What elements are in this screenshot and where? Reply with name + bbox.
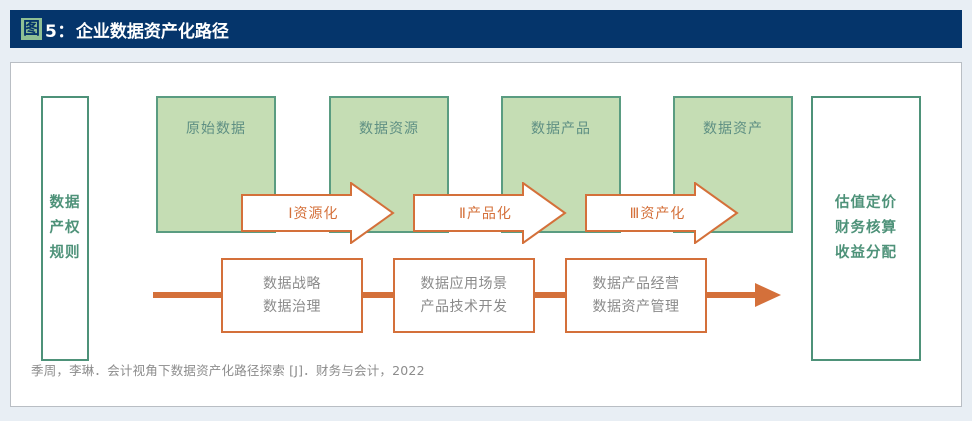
figure-header-bar: 图 5： 企业数据资产化路径: [10, 10, 962, 48]
left-box-line-2: 规则: [49, 245, 81, 261]
connector-segment-2: [533, 292, 567, 298]
figure-title: 企业数据资产化路径: [75, 21, 229, 42]
left-box-line-1: 产权: [49, 220, 81, 236]
arrow-right-icon: [241, 182, 395, 244]
task-box-operation-management: 数据产品经营 数据资产管理: [565, 258, 707, 333]
figure-tag-badge: 图: [21, 18, 42, 40]
task-1-line-0: 数据应用场景: [420, 275, 508, 292]
figure-source-note: 季周，李琳．会计视角下数据资产化路径探索 [J]．财务与会计，2022: [31, 363, 425, 378]
figure-panel: 数据 产权 规则 估值定价 财务核算 收益分配 原始数据 数据资源 数据产品 数…: [10, 62, 962, 407]
task-0-line-1: 数据治理: [263, 298, 321, 315]
right-box-line-2: 收益分配: [835, 245, 897, 261]
task-box-scenario-development: 数据应用场景 产品技术开发: [393, 258, 535, 333]
arrow-right-icon: [585, 182, 739, 244]
connector-segment-3: [705, 292, 757, 298]
diagram-canvas: 数据 产权 规则 估值定价 财务核算 收益分配 原始数据 数据资源 数据产品 数…: [11, 63, 961, 406]
transition-arrow-3: Ⅲ资产化: [585, 182, 785, 244]
connector-segment-1: [361, 292, 395, 298]
transition-arrow-1: Ⅰ资源化: [241, 182, 441, 244]
transition-arrow-2: Ⅱ产品化: [413, 182, 613, 244]
task-box-strategy-governance: 数据战略 数据治理: [221, 258, 363, 333]
task-2-line-1: 数据资产管理: [592, 298, 680, 315]
figure-number: 5：: [45, 21, 75, 42]
right-box-line-1: 财务核算: [835, 220, 897, 236]
left-governance-box: 数据 产权 规则: [41, 96, 89, 361]
left-box-line-0: 数据: [49, 195, 81, 211]
task-1-line-1: 产品技术开发: [420, 298, 508, 315]
connector-arrowhead-icon: [755, 283, 781, 307]
right-outcome-box: 估值定价 财务核算 收益分配: [811, 96, 921, 361]
arrow-right-icon: [413, 182, 567, 244]
stage-box-raw-data: 原始数据: [156, 96, 276, 233]
task-0-line-0: 数据战略: [263, 275, 321, 292]
right-box-line-0: 估值定价: [835, 195, 897, 211]
connector-segment-0: [153, 292, 223, 298]
task-2-line-0: 数据产品经营: [592, 275, 680, 292]
